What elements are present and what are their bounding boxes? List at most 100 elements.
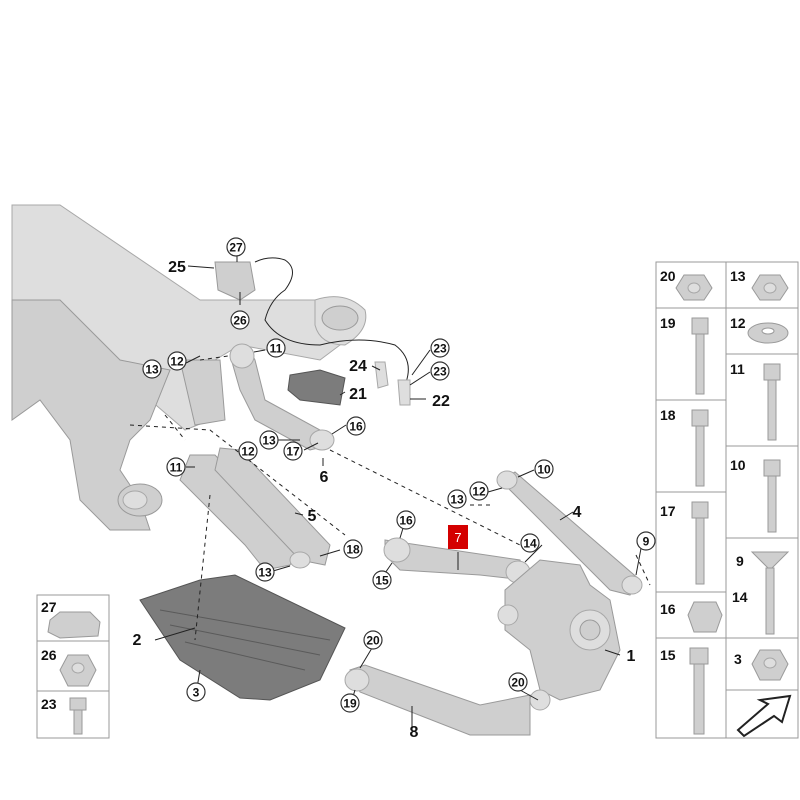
- svg-text:21: 21: [349, 386, 367, 403]
- callouts: 27 25 26 12 13 11 23 24 23 21 22 12 13 1…: [133, 237, 656, 741]
- callout-8: 8: [410, 724, 419, 741]
- panel-label-13: 13: [730, 268, 746, 284]
- svg-text:18: 18: [346, 543, 360, 557]
- svg-text:2: 2: [133, 632, 142, 649]
- svg-text:20: 20: [511, 676, 525, 690]
- panel-label-9: 9: [736, 553, 744, 569]
- callout-13b: 13: [259, 430, 279, 450]
- panel-label-26: 26: [41, 647, 57, 663]
- right-fastener-panel: 20 13 19 12 11 18 10 17 9 14 1: [655, 261, 799, 739]
- callout-18: 18: [343, 539, 363, 559]
- heat-shield-2: [139, 574, 346, 701]
- svg-text:8: 8: [410, 724, 419, 741]
- svg-text:13: 13: [258, 566, 272, 580]
- svg-text:12: 12: [170, 355, 184, 369]
- assembly-lines: [129, 355, 651, 641]
- panel-label-27: 27: [41, 599, 57, 615]
- svg-text:19: 19: [343, 697, 357, 711]
- control-arm-8: [344, 664, 531, 736]
- direction-arrow-icon: [736, 694, 792, 738]
- callout-16a: 16: [346, 416, 366, 436]
- svg-text:27: 27: [229, 241, 243, 255]
- callout-1: 1: [627, 648, 636, 665]
- svg-text:20: 20: [366, 634, 380, 648]
- svg-text:6: 6: [320, 469, 329, 486]
- panel-label-19: 19: [660, 315, 676, 331]
- callout-17: 17: [283, 441, 303, 461]
- svg-text:9: 9: [643, 535, 650, 549]
- panel-label-20: 20: [660, 268, 676, 284]
- callout-23b: 23: [430, 361, 450, 381]
- callout-15: 15: [372, 570, 392, 590]
- callout-4: 4: [573, 504, 582, 521]
- sensor-25: [214, 257, 411, 406]
- svg-text:12: 12: [472, 485, 486, 499]
- callout-26: 26: [230, 310, 250, 330]
- svg-text:7: 7: [454, 530, 461, 545]
- svg-text:23: 23: [433, 365, 447, 379]
- panel-label-11: 11: [730, 361, 745, 377]
- callout-12b: 12: [238, 441, 258, 461]
- callout-6: 6: [320, 469, 329, 486]
- panel-label-16: 16: [660, 601, 676, 617]
- callout-7-highlighted: 7: [448, 525, 468, 549]
- control-arm-7: [383, 537, 531, 584]
- panel-label-12: 12: [730, 315, 746, 331]
- callout-11b: 11: [166, 457, 186, 477]
- callout-9: 9: [636, 531, 656, 551]
- svg-text:3: 3: [193, 686, 200, 700]
- svg-text:4: 4: [573, 504, 582, 521]
- callout-13a: 13: [142, 359, 162, 379]
- callout-13d: 13: [447, 489, 467, 509]
- left-fastener-panel: 27 26 23: [36, 594, 110, 739]
- svg-text:12: 12: [241, 445, 255, 459]
- svg-text:5: 5: [308, 508, 317, 525]
- svg-text:1: 1: [627, 648, 636, 665]
- svg-text:15: 15: [375, 574, 389, 588]
- callout-25: 25: [168, 259, 186, 276]
- callout-16b: 16: [396, 510, 416, 530]
- svg-text:23: 23: [433, 342, 447, 356]
- callout-5: 5: [308, 508, 317, 525]
- svg-text:25: 25: [168, 259, 186, 276]
- svg-text:13: 13: [145, 363, 159, 377]
- callout-23a: 23: [430, 338, 450, 358]
- wheel-carrier-1: [497, 559, 621, 711]
- svg-text:13: 13: [450, 493, 464, 507]
- svg-text:17: 17: [286, 445, 300, 459]
- svg-text:24: 24: [349, 358, 367, 375]
- panel-label-23: 23: [41, 696, 57, 712]
- rear-subframe: [11, 204, 367, 531]
- panel-label-10: 10: [730, 457, 746, 473]
- callout-12a: 12: [167, 351, 187, 371]
- callout-3: 3: [186, 682, 206, 702]
- bracket-21: [287, 369, 346, 406]
- control-arm-4: [496, 470, 643, 596]
- callout-20a: 20: [363, 630, 383, 650]
- callout-10: 10: [534, 459, 554, 479]
- svg-text:16: 16: [349, 420, 363, 434]
- svg-text:16: 16: [399, 514, 413, 528]
- control-arm-6: [229, 343, 335, 451]
- callout-24: 24: [349, 358, 367, 375]
- svg-text:26: 26: [233, 314, 247, 328]
- panel-label-17: 17: [660, 503, 676, 519]
- svg-text:10: 10: [537, 463, 551, 477]
- callout-21: 21: [349, 386, 367, 403]
- callout-13c: 13: [255, 562, 275, 582]
- panel-label-18: 18: [660, 407, 676, 423]
- callout-27: 27: [226, 237, 246, 257]
- svg-text:13: 13: [262, 434, 276, 448]
- callout-12c: 12: [469, 481, 489, 501]
- callout-14: 14: [520, 533, 540, 553]
- panel-label-15: 15: [660, 647, 676, 663]
- svg-text:11: 11: [270, 342, 283, 356]
- svg-text:11: 11: [170, 461, 183, 475]
- svg-text:22: 22: [432, 393, 450, 410]
- panel-label-3: 3: [734, 651, 742, 667]
- svg-text:14: 14: [523, 537, 537, 551]
- callout-2: 2: [133, 632, 142, 649]
- callout-19: 19: [340, 693, 360, 713]
- panel-label-14: 14: [732, 589, 748, 605]
